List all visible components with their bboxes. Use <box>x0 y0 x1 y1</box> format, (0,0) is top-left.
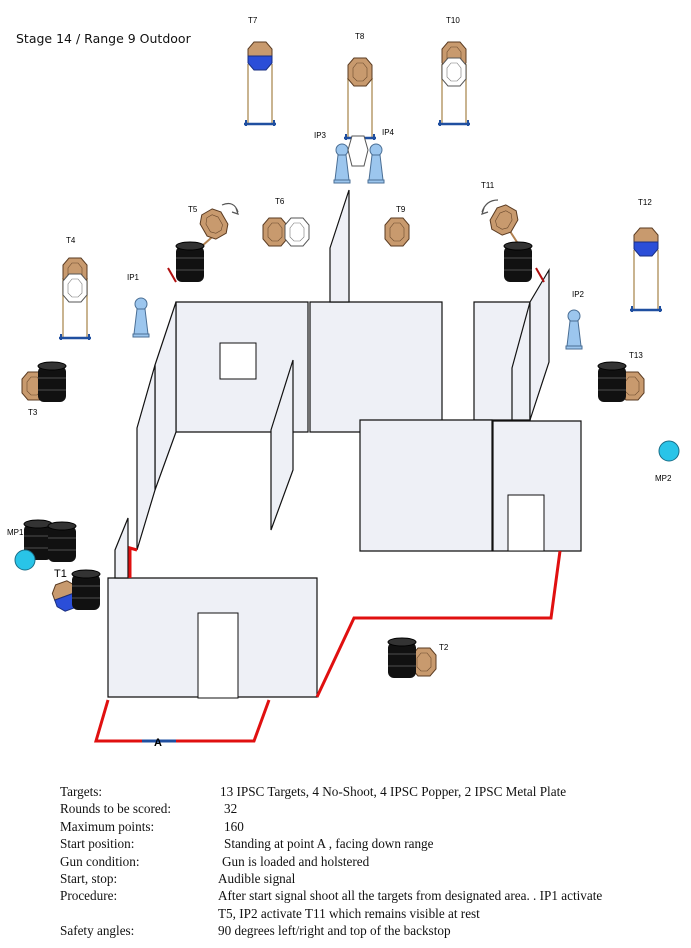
target-t10 <box>436 41 472 128</box>
target-t6 <box>262 217 310 247</box>
rounds-value: 32 <box>224 801 238 817</box>
port-window <box>219 342 257 380</box>
target-t8 <box>342 57 378 142</box>
target-t7 <box>242 41 278 128</box>
popper-ip2 <box>565 309 583 350</box>
target-t9 <box>384 217 410 247</box>
safety-angles-value: 90 degrees left/right and top of the bac… <box>218 923 451 939</box>
door-right <box>507 494 545 552</box>
target-t12 <box>628 227 664 314</box>
label-ip1: IP1 <box>127 273 140 282</box>
row-procedure: Procedure: After start signal shoot all … <box>60 888 680 905</box>
label-t7: T7 <box>248 16 258 25</box>
label-t1: T1 <box>54 568 67 580</box>
row-rounds: Rounds to be scored: 32 <box>60 801 680 818</box>
max-points-label: Maximum points: <box>60 818 155 834</box>
label-t10: T10 <box>446 16 460 25</box>
start-stop-value: Audible signal <box>218 870 296 886</box>
row-targets: Targets: 13 IPSC Targets, 4 No-Shoot, 4 … <box>60 784 680 801</box>
start-position-value: Standing at point A , facing down range <box>224 836 434 852</box>
swinger-t11 <box>481 199 545 283</box>
popper-ip4 <box>367 143 385 184</box>
targets-label: Targets: <box>60 784 103 799</box>
label-t11: T11 <box>481 181 495 190</box>
label-mp1: MP1 <box>7 528 24 537</box>
door-front <box>197 612 239 699</box>
label-t9: T9 <box>396 205 406 214</box>
label-t8: T8 <box>355 32 365 41</box>
targets-value: 13 IPSC Targets, 4 No-Shoot, 4 IPSC Popp… <box>220 784 567 799</box>
target-labels: T7 T8 T10 IP3 IP4 T5 T6 T9 T11 T12 T4 IP… <box>7 16 672 652</box>
metal-plate-mp1 <box>14 549 36 571</box>
target-t13 <box>597 361 645 403</box>
no-shoot-between-poppers <box>347 135 369 167</box>
swinger-t5 <box>167 202 239 283</box>
rounds-label: Rounds to be scored: <box>60 801 171 817</box>
start-position-label: Start position: <box>60 836 135 852</box>
max-points-value: 160 <box>224 818 244 834</box>
row-start-stop: Start, stop: Audible signal <box>60 871 680 888</box>
label-t2: T2 <box>439 643 449 652</box>
label-ip2: IP2 <box>572 290 585 299</box>
row-start-position: Start position: Standing at point A , fa… <box>60 836 680 853</box>
label-t13: T13 <box>629 351 643 360</box>
stage-diagram: A <box>7 16 680 749</box>
label-t6: T6 <box>275 197 285 206</box>
target-t3 <box>21 361 67 403</box>
procedure-line-2: T5, IP2 activate T11 which remains visib… <box>218 905 480 921</box>
procedure-line-1: After start signal shoot all the targets… <box>218 888 603 904</box>
label-ip4: IP4 <box>382 128 395 137</box>
popper-ip1 <box>132 297 150 338</box>
safety-angles-label: Safety angles: <box>60 923 135 939</box>
label-t12: T12 <box>638 198 652 207</box>
row-gun-condition: Gun condition: Gun is loaded and holster… <box>60 854 680 871</box>
gun-condition-label: Gun condition: <box>60 853 140 869</box>
target-t2 <box>387 637 437 679</box>
stage-briefing: Targets: 13 IPSC Targets, 4 No-Shoot, 4 … <box>60 784 680 941</box>
label-mp2: MP2 <box>655 474 672 483</box>
metal-plate-mp2 <box>658 440 680 462</box>
stage-title: Stage 14 / Range 9 Outdoor <box>16 31 191 46</box>
row-safety: Safety angles: 90 degrees left/right and… <box>60 923 680 940</box>
procedure-label: Procedure: <box>60 888 118 904</box>
label-ip3: IP3 <box>314 131 327 140</box>
start-stop-label: Start, stop: <box>60 870 118 886</box>
start-point-label: A <box>154 737 162 749</box>
target-t4 <box>57 257 93 342</box>
row-procedure-cont: T5, IP2 activate T11 which remains visib… <box>60 906 680 923</box>
label-t3: T3 <box>28 408 38 417</box>
gun-condition-value: Gun is loaded and holstered <box>222 853 370 869</box>
row-max-points: Maximum points: 160 <box>60 819 680 836</box>
label-t4: T4 <box>66 236 76 245</box>
label-t5: T5 <box>188 205 198 214</box>
